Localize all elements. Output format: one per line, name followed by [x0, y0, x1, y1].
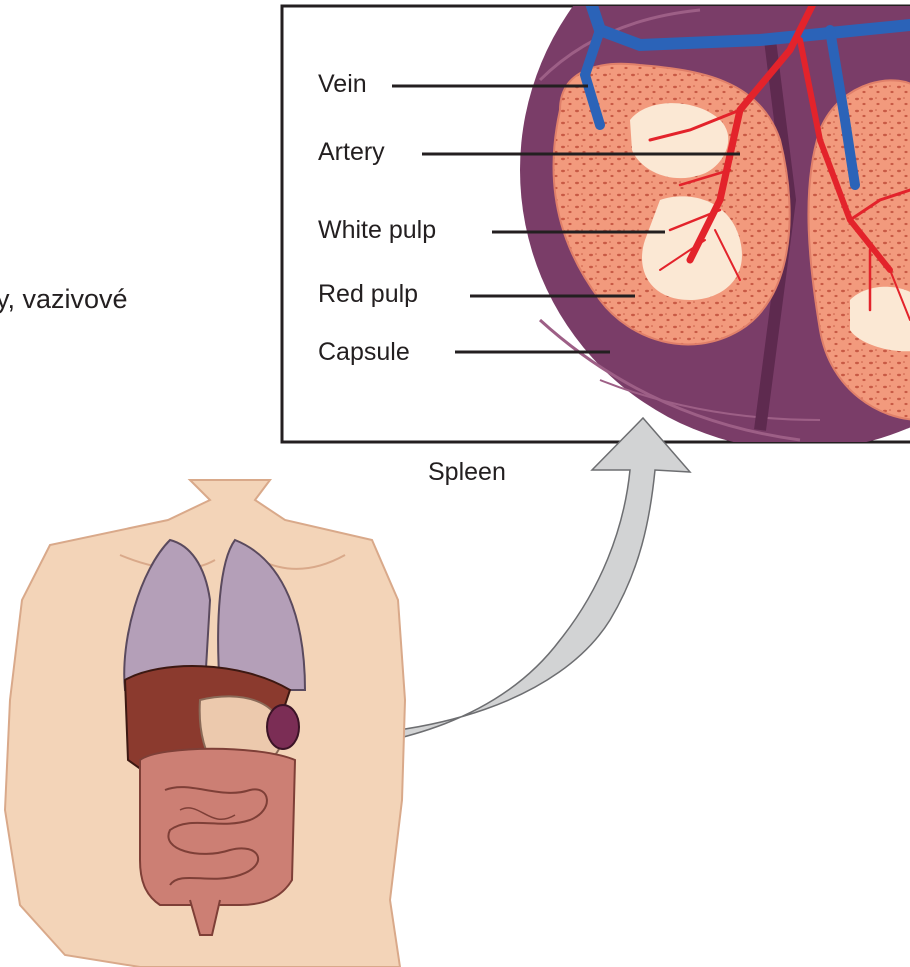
vein-label: Vein [318, 72, 367, 97]
partial-body-text: y, vazivové [0, 286, 128, 313]
torso [5, 480, 405, 967]
artery-label: Artery [318, 140, 385, 165]
capsule-label: Capsule [318, 340, 410, 365]
spleen-organ [267, 705, 299, 749]
white-pulp-label: White pulp [318, 218, 436, 243]
spleen-caption: Spleen [428, 460, 506, 485]
red-pulp-label: Red pulp [318, 282, 418, 307]
